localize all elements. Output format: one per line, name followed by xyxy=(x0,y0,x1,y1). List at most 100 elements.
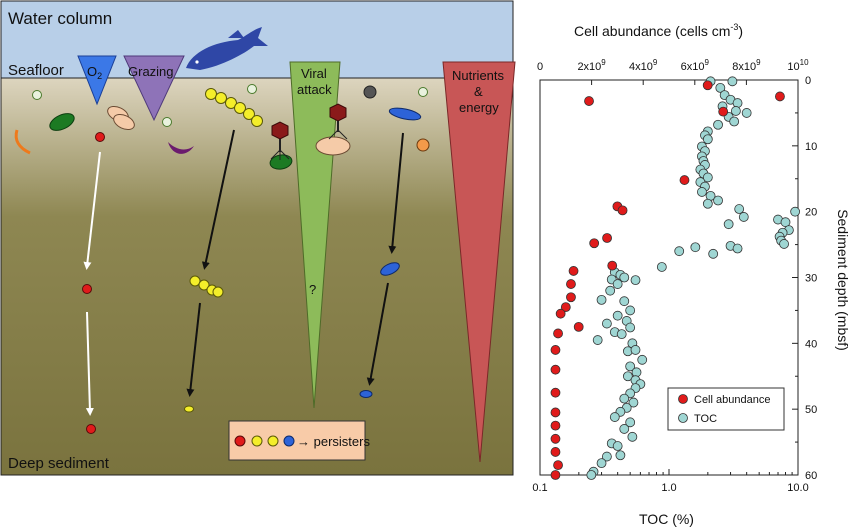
top-tick-label: 4x109 xyxy=(629,58,658,73)
toc-series xyxy=(586,76,801,480)
toc-point xyxy=(708,248,719,259)
toc-point xyxy=(596,458,607,469)
grey-cell-icon xyxy=(363,85,377,99)
cell-abundance-point xyxy=(550,364,561,375)
virus-phage-icon xyxy=(270,121,290,160)
chart-legend: Cell abundance TOC xyxy=(667,387,785,431)
cell-abundance-point xyxy=(775,91,785,102)
toc-point xyxy=(790,206,801,217)
cell-abundance-point xyxy=(560,302,571,313)
cell-abundance-point xyxy=(550,433,561,444)
red-cell-swatch xyxy=(234,435,246,447)
sediment-area xyxy=(1,78,513,475)
depth-tick-label: 30 xyxy=(805,273,817,285)
toc-point xyxy=(656,262,667,272)
viral-label-line2: attack xyxy=(297,82,332,97)
grazing-label: Grazing xyxy=(128,64,174,79)
cell-abundance-point xyxy=(566,279,576,289)
toc-point xyxy=(734,204,745,214)
toc-point xyxy=(622,371,633,382)
virus-phage-icon xyxy=(328,103,348,140)
cell-abundance-point xyxy=(555,308,566,319)
top-axis-title: Cell abundance (cells cm-3) xyxy=(574,22,743,39)
legend-toc-label: TOC xyxy=(694,413,717,425)
blue-rod-cell-icon xyxy=(388,107,422,121)
cell-abundance-point xyxy=(568,266,579,276)
toc-point xyxy=(741,108,752,118)
yellow-chain-cell-icon xyxy=(234,102,246,114)
purple-crescent-cell-icon xyxy=(168,142,194,154)
depth-tick-label: 10 xyxy=(805,141,817,153)
yellow-chain-cell-icon xyxy=(205,88,217,100)
cell-abundance-point xyxy=(602,233,612,243)
toc-point xyxy=(779,239,789,249)
o2-label: O2 xyxy=(87,64,102,81)
toc-point xyxy=(702,134,713,145)
depth-tick-label: 0 xyxy=(805,75,811,87)
small-green-cell-icon xyxy=(247,84,257,94)
blue-persister-cell-icon xyxy=(359,390,373,398)
toc-point xyxy=(702,172,713,183)
cell-abundance-point xyxy=(589,238,600,249)
water-column-label: Water column xyxy=(8,9,112,28)
toc-point xyxy=(730,106,741,116)
nutrients-gradient-icon: Nutrients & energy xyxy=(442,61,516,463)
cell-abundance-point xyxy=(553,460,563,471)
toc-point xyxy=(732,98,743,108)
small-green-cell-icon xyxy=(418,87,428,97)
toc-point xyxy=(619,272,630,283)
toc-point xyxy=(601,451,612,462)
yellow-chain-cell-icon xyxy=(215,92,227,104)
illustration-panel: Water column Seafloor Deep sediment O2 G… xyxy=(0,0,516,476)
red-persister-cell-icon xyxy=(82,284,92,294)
toc-point xyxy=(715,83,726,93)
toc-point xyxy=(713,195,723,206)
cell-abundance-point xyxy=(573,321,584,332)
toc-point xyxy=(627,431,638,442)
toc-point xyxy=(732,243,743,254)
fish-icon xyxy=(186,27,268,70)
cell-abundance-point xyxy=(553,328,563,339)
yellow-chain-cell-icon xyxy=(243,108,255,120)
red-cell-descent-arrow xyxy=(83,151,101,270)
blue-cell-descent-arrow xyxy=(366,282,389,386)
green-rod-cell-icon xyxy=(49,113,75,131)
toc-point xyxy=(619,393,630,404)
toc-point xyxy=(586,470,597,480)
toc-point xyxy=(738,212,749,222)
toc-point xyxy=(612,310,623,321)
nutrients-line3: energy xyxy=(459,100,499,115)
viral-question-mark: ? xyxy=(309,282,316,297)
red-cell-descent-arrow xyxy=(85,311,94,416)
o2-gradient-icon: O2 xyxy=(77,55,117,106)
bottom-axis-title: TOC (%) xyxy=(639,511,694,527)
cell-abundance-point xyxy=(718,106,729,117)
cell-abundance-point xyxy=(566,292,576,303)
viral-label-line1: Viral xyxy=(301,66,327,81)
yellow-chain-deep-icon xyxy=(189,275,224,298)
toc-point xyxy=(616,329,627,340)
toc-point xyxy=(625,322,636,333)
yellow-cell-descent-arrow xyxy=(186,302,201,397)
peach-infected-cell-icon xyxy=(315,136,351,156)
toc-point xyxy=(630,345,641,355)
toc-point xyxy=(625,361,636,372)
toc-point xyxy=(619,424,630,434)
depth-tick-label: 50 xyxy=(805,404,817,416)
depth-tick-label: 20 xyxy=(805,207,817,219)
red-persister-cell-icon xyxy=(86,424,96,434)
depth-tick-label: 40 xyxy=(805,338,817,350)
bottom-tick-label: 1.0 xyxy=(661,482,676,494)
cell-abundance-point xyxy=(584,96,594,106)
toc-point xyxy=(630,275,641,286)
blue-deep-cell-icon xyxy=(380,262,400,276)
toc-point xyxy=(612,279,623,289)
toc-point xyxy=(637,354,648,365)
orange-spirillum-icon xyxy=(14,129,31,155)
toc-point xyxy=(690,242,701,253)
toc-point xyxy=(592,335,603,345)
yellow-chain-cell-icon xyxy=(251,115,263,127)
cell-abundance-point xyxy=(550,447,561,457)
